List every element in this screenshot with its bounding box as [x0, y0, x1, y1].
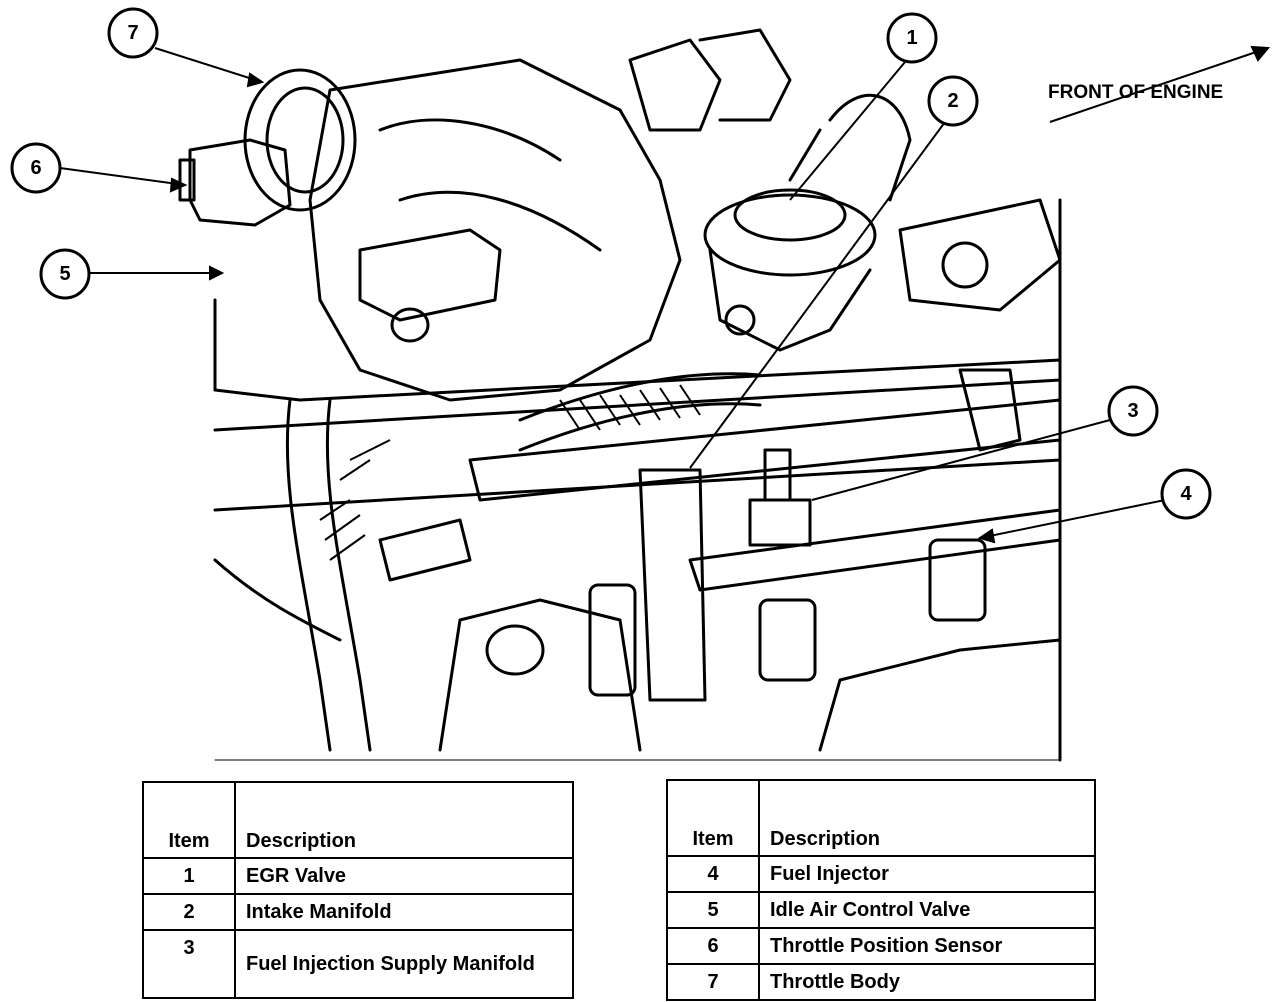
legend-header-row: Item Description — [142, 781, 574, 859]
legend-header-item: Item — [666, 779, 760, 857]
legend-item-number: 6 — [666, 927, 760, 965]
callout-bubbles — [10, 7, 1212, 520]
callout-bubble-4 — [1160, 468, 1212, 520]
callout-bubble-6 — [10, 142, 62, 194]
callout-bubble-2 — [927, 75, 979, 127]
front-arrow-line — [1049, 49, 1263, 123]
legend-item-number: 5 — [666, 891, 760, 929]
front-of-engine-label: FRONT OF ENGINE — [1048, 82, 1223, 103]
callout-bubble-7 — [107, 7, 159, 59]
callout-number-1: 1 — [906, 27, 917, 49]
legend-header-item: Item — [142, 781, 236, 859]
legend-item-number: 3 — [142, 929, 236, 999]
legend-item-number: 4 — [666, 855, 760, 893]
leader-line-6 — [59, 167, 186, 186]
intake-plenum-shape — [308, 58, 682, 402]
callout-number-3: 3 — [1127, 400, 1138, 422]
legend-row: 3 Fuel Injection Supply Manifold — [142, 929, 574, 999]
legend-row: 6 Throttle Position Sensor — [666, 927, 1096, 965]
legend-item-description: Idle Air Control Valve — [758, 891, 1096, 929]
tps-sensor-shape — [188, 138, 292, 227]
leader-line-4 — [979, 499, 1166, 539]
engine-line-art — [178, 28, 1062, 762]
callout-bubble-5 — [39, 248, 91, 300]
callout-number-6: 6 — [30, 157, 41, 179]
callout-leaders — [59, 45, 1271, 544]
callout-number-5: 5 — [59, 263, 70, 285]
callout-bubble-3 — [1107, 385, 1159, 437]
legend-item-number: 2 — [142, 893, 236, 931]
legend-table-right: Item Description 4 Fuel Injector 5 Idle … — [666, 779, 1096, 1001]
leader-line-2 — [689, 121, 946, 469]
iac-valve-shape — [358, 228, 502, 322]
legend-header-description: Description — [234, 781, 574, 859]
legend-item-description: Throttle Position Sensor — [758, 927, 1096, 965]
legend-item-description: Intake Manifold — [234, 893, 574, 931]
fuel-injector-shape — [928, 538, 987, 622]
callout-numbers: 7 6 5 1 2 3 4 — [30, 22, 1192, 505]
legend-item-number: 7 — [666, 963, 760, 1001]
egr-valve-shape — [703, 193, 877, 277]
callout-number-7: 7 — [127, 22, 138, 44]
leader-line-7 — [154, 47, 263, 83]
legend-row: 5 Idle Air Control Valve — [666, 891, 1096, 929]
callout-number-2: 2 — [947, 90, 958, 112]
hose-hatching — [319, 384, 701, 561]
engine-diagram: 7 6 5 1 2 3 4 FRONT OF ENGINE — [10, 7, 1271, 762]
legend-item-description: EGR Valve — [234, 857, 574, 895]
legend-header-description: Description — [758, 779, 1096, 857]
legend-item-description: Throttle Body — [758, 963, 1096, 1001]
callout-number-4: 4 — [1180, 483, 1192, 505]
legend-row: 7 Throttle Body — [666, 963, 1096, 1001]
throttle-body-ring — [243, 68, 357, 212]
legend-item-number: 1 — [142, 857, 236, 895]
legend-table-left: Item Description 1 EGR Valve 2 Intake Ma… — [142, 781, 574, 999]
legend-item-description: Fuel Injector — [758, 855, 1096, 893]
legend-row: 1 EGR Valve — [142, 857, 574, 895]
leader-line-3 — [811, 419, 1111, 501]
callout-bubble-1 — [886, 12, 938, 64]
legend-header-row: Item Description — [666, 779, 1096, 857]
legend-row: 4 Fuel Injector — [666, 855, 1096, 893]
leader-line-1 — [789, 61, 906, 201]
legend-item-description: Fuel Injection Supply Manifold — [234, 929, 574, 999]
legend-row: 2 Intake Manifold — [142, 893, 574, 931]
